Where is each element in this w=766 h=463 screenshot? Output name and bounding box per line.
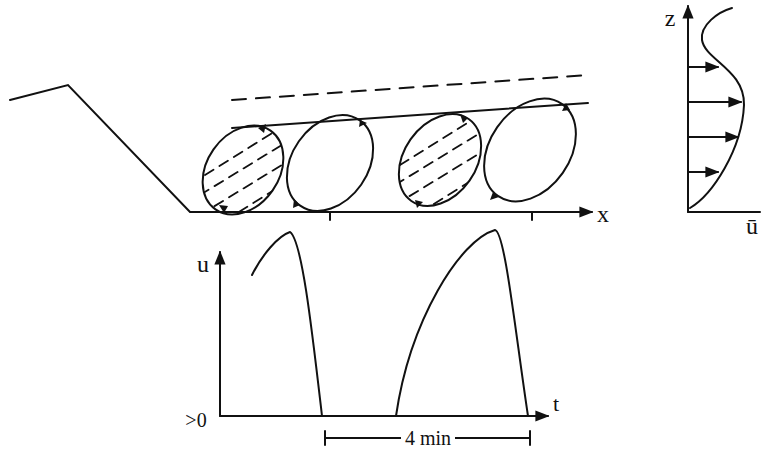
axis-label: z xyxy=(665,6,676,30)
dimension-label: 4 min xyxy=(401,428,455,448)
axis-label: x xyxy=(597,202,609,226)
axis-label: ū xyxy=(746,214,758,238)
axis-label: >0 xyxy=(185,410,206,430)
axis-label: u xyxy=(197,252,209,276)
axis-label: t xyxy=(553,393,559,415)
